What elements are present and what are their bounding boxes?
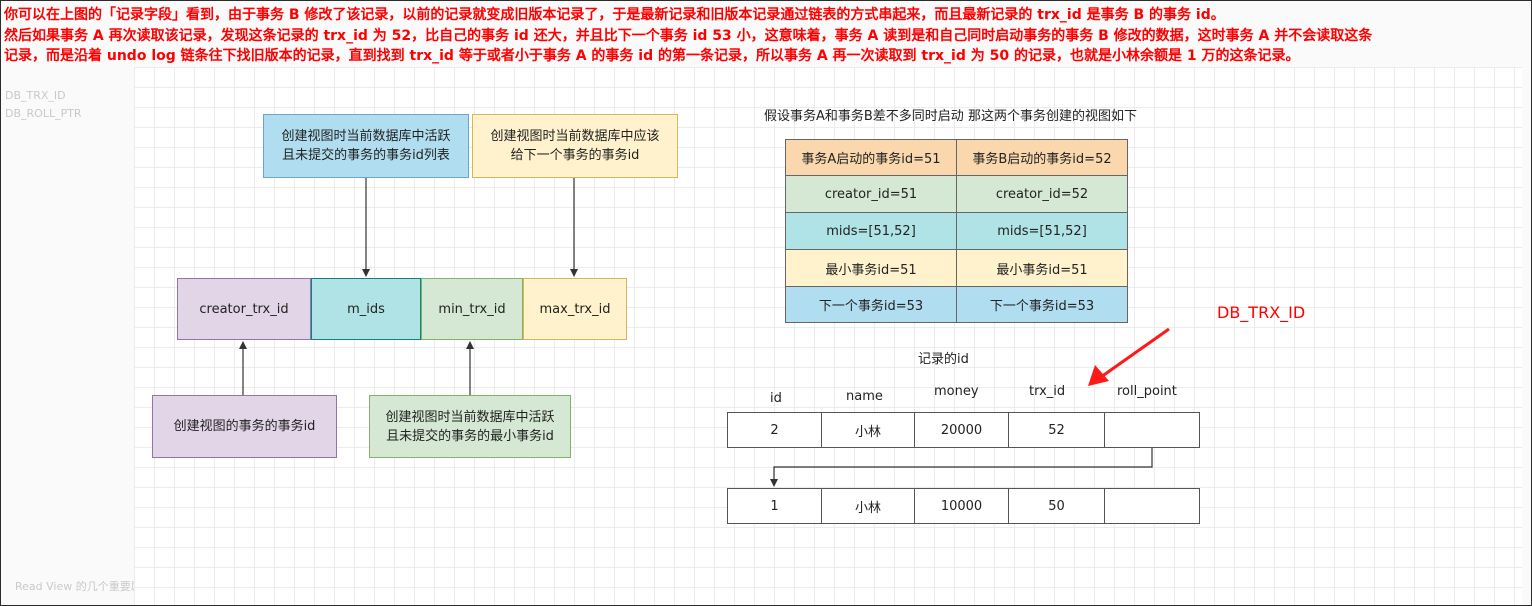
record-title: 记录的id <box>918 352 969 367</box>
views-cell-r4-b: 下一个事务id=53 <box>956 286 1128 323</box>
views-cell-r3-b: 最小事务id=51 <box>956 249 1128 287</box>
views-table-title: 假设事务A和事务B差不多同时启动 那这两个事务创建的视图如下 <box>764 109 1137 124</box>
views-cell-r3-a: 最小事务id=51 <box>785 249 957 287</box>
paragraph-line-3: 记录，而是沿着 undo log 链条往下找旧版本的记录，直到找到 trx_id… <box>4 48 1300 64</box>
record-cell: 1 <box>727 488 822 524</box>
note-min-trx-id: 创建视图时当前数据库中活跃且未提交的事务的最小事务id <box>369 395 571 458</box>
record-cell: 小林 <box>821 488 915 524</box>
undo-log-chain-arrow <box>770 448 1153 487</box>
paragraph-line-1: 你可以在上图的「记录字段」看到，由于事务 B 修改了该记录，以前的记录就变成旧版… <box>4 7 1225 23</box>
explanation-paragraph: 你可以在上图的「记录字段」看到，由于事务 B 修改了该记录，以前的记录就变成旧版… <box>4 5 1529 67</box>
field-min-trx-id: min_trx_id <box>421 278 523 340</box>
paragraph-line-2: 然后如果事务 A 再次读取该记录，发现这条记录的 trx_id 为 52，比自己… <box>4 27 1373 44</box>
record-header-money: money <box>934 384 979 399</box>
views-cell-r2-a: mids=[51,52] <box>785 212 957 250</box>
note-active-trx-list: 创建视图时当前数据库中活跃且未提交的事务的事务id列表 <box>263 114 469 178</box>
db-trx-id-label: DB_TRX_ID <box>1217 303 1306 322</box>
field-creator-trx-id: creator_trx_id <box>177 278 311 340</box>
record-cell-roll-point <box>1104 488 1200 524</box>
record-header-id: id <box>770 391 782 406</box>
record-cell: 2 <box>727 412 822 448</box>
record-header-roll-point: roll_point <box>1117 384 1177 399</box>
record-cell: 20000 <box>914 412 1009 448</box>
views-cell-r0-b: 事务B启动的事务id=52 <box>956 139 1128 176</box>
note-creator-trx-id: 创建视图的事务的事务id <box>152 395 337 458</box>
views-cell-r1-b: creator_id=52 <box>956 175 1128 213</box>
views-cell-r4-a: 下一个事务id=53 <box>785 286 957 323</box>
note-next-trx-id: 创建视图时当前数据库中应该给下一个事务的事务id <box>472 114 678 178</box>
views-cell-r1-a: creator_id=51 <box>785 175 957 213</box>
field-m-ids: m_ids <box>311 278 421 340</box>
field-max-trx-id: max_trx_id <box>523 278 627 340</box>
record-header-trx-id: trx_id <box>1029 384 1066 399</box>
record-header-name: name <box>846 389 883 404</box>
record-cell-roll-point <box>1104 412 1200 448</box>
record-cell: 10000 <box>914 488 1009 524</box>
red-pointer-arrow <box>1088 327 1170 386</box>
record-cell: 52 <box>1008 412 1105 448</box>
record-cell: 小林 <box>821 412 915 448</box>
